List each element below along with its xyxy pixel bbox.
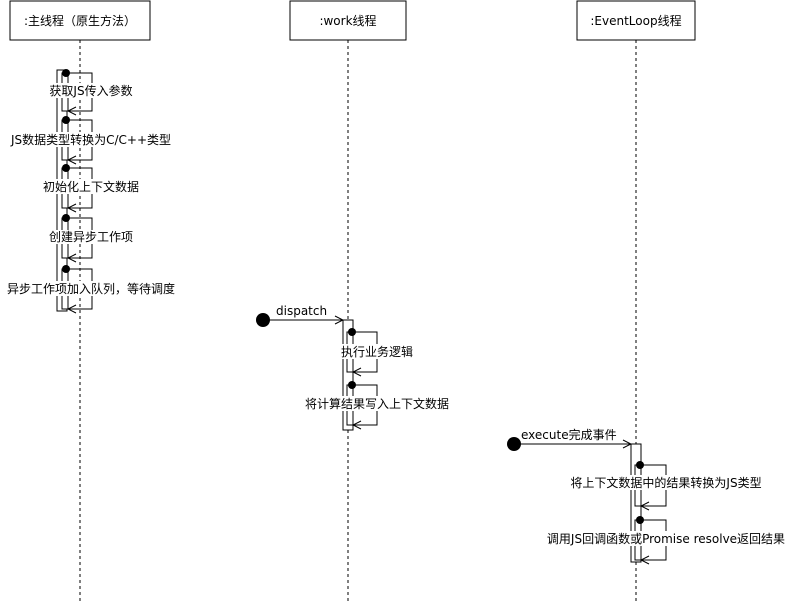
- label-background: [8, 132, 173, 147]
- label-background: [48, 83, 134, 98]
- self-message-4: 异步工作项加入队列，等待调度: [5, 265, 177, 309]
- self-message-label: 异步工作项加入队列，等待调度: [7, 281, 175, 296]
- label-background: [569, 475, 763, 490]
- found-message-label: dispatch: [276, 304, 327, 318]
- lifeline-work-label: :work线程: [319, 13, 376, 28]
- self-message-label: 创建异步工作项: [49, 230, 133, 244]
- self-message-label: 初始化上下文数据: [43, 179, 139, 194]
- self-message-label: 调用JS回调函数或Promise resolve返回结果: [547, 531, 785, 546]
- label-background: [303, 396, 451, 411]
- found-message-dispatch: dispatch: [256, 304, 343, 327]
- self-message-label: 将计算结果写入上下文数据: [305, 396, 449, 411]
- found-message-execute: execute完成事件: [507, 427, 631, 451]
- self-message-8: 调用JS回调函数或Promise resolve返回结果: [545, 516, 787, 560]
- lifeline-work: :work线程: [289, 0, 407, 601]
- self-message-5: 执行业务逻辑: [339, 328, 415, 372]
- label-background: [41, 179, 141, 194]
- self-message-0: 获取JS传入参数: [48, 69, 134, 111]
- label-background: [47, 230, 135, 244]
- lifeline-main-label: :主线程（原生方法）: [24, 13, 136, 28]
- self-message-7: 将上下文数据中的结果转换为JS类型: [569, 461, 763, 506]
- self-message-label: 获取JS传入参数: [49, 83, 132, 98]
- label-background: [5, 281, 177, 296]
- label-background: [339, 344, 415, 359]
- lifeline-main-box[interactable]: [9, 0, 151, 41]
- self-message-1: JS数据类型转换为C/C++类型: [8, 116, 173, 160]
- lifeline-work-box[interactable]: [289, 0, 407, 41]
- label-background: [545, 531, 787, 546]
- self-message-3: 创建异步工作项: [47, 214, 135, 258]
- self-message-6: 将计算结果写入上下文数据: [303, 381, 451, 425]
- self-message-label: JS数据类型转换为C/C++类型: [10, 132, 171, 147]
- lifeline-eventloop-label: :EventLoop线程: [590, 13, 681, 28]
- self-message-label: 将上下文数据中的结果转换为JS类型: [570, 475, 761, 490]
- lifeline-eventloop-box[interactable]: [576, 0, 696, 41]
- found-message-label: execute完成事件: [521, 427, 617, 442]
- self-message-label: 执行业务逻辑: [341, 344, 413, 359]
- lifeline-eventloop: :EventLoop线程: [576, 0, 696, 601]
- self-message-2: 初始化上下文数据: [41, 164, 141, 208]
